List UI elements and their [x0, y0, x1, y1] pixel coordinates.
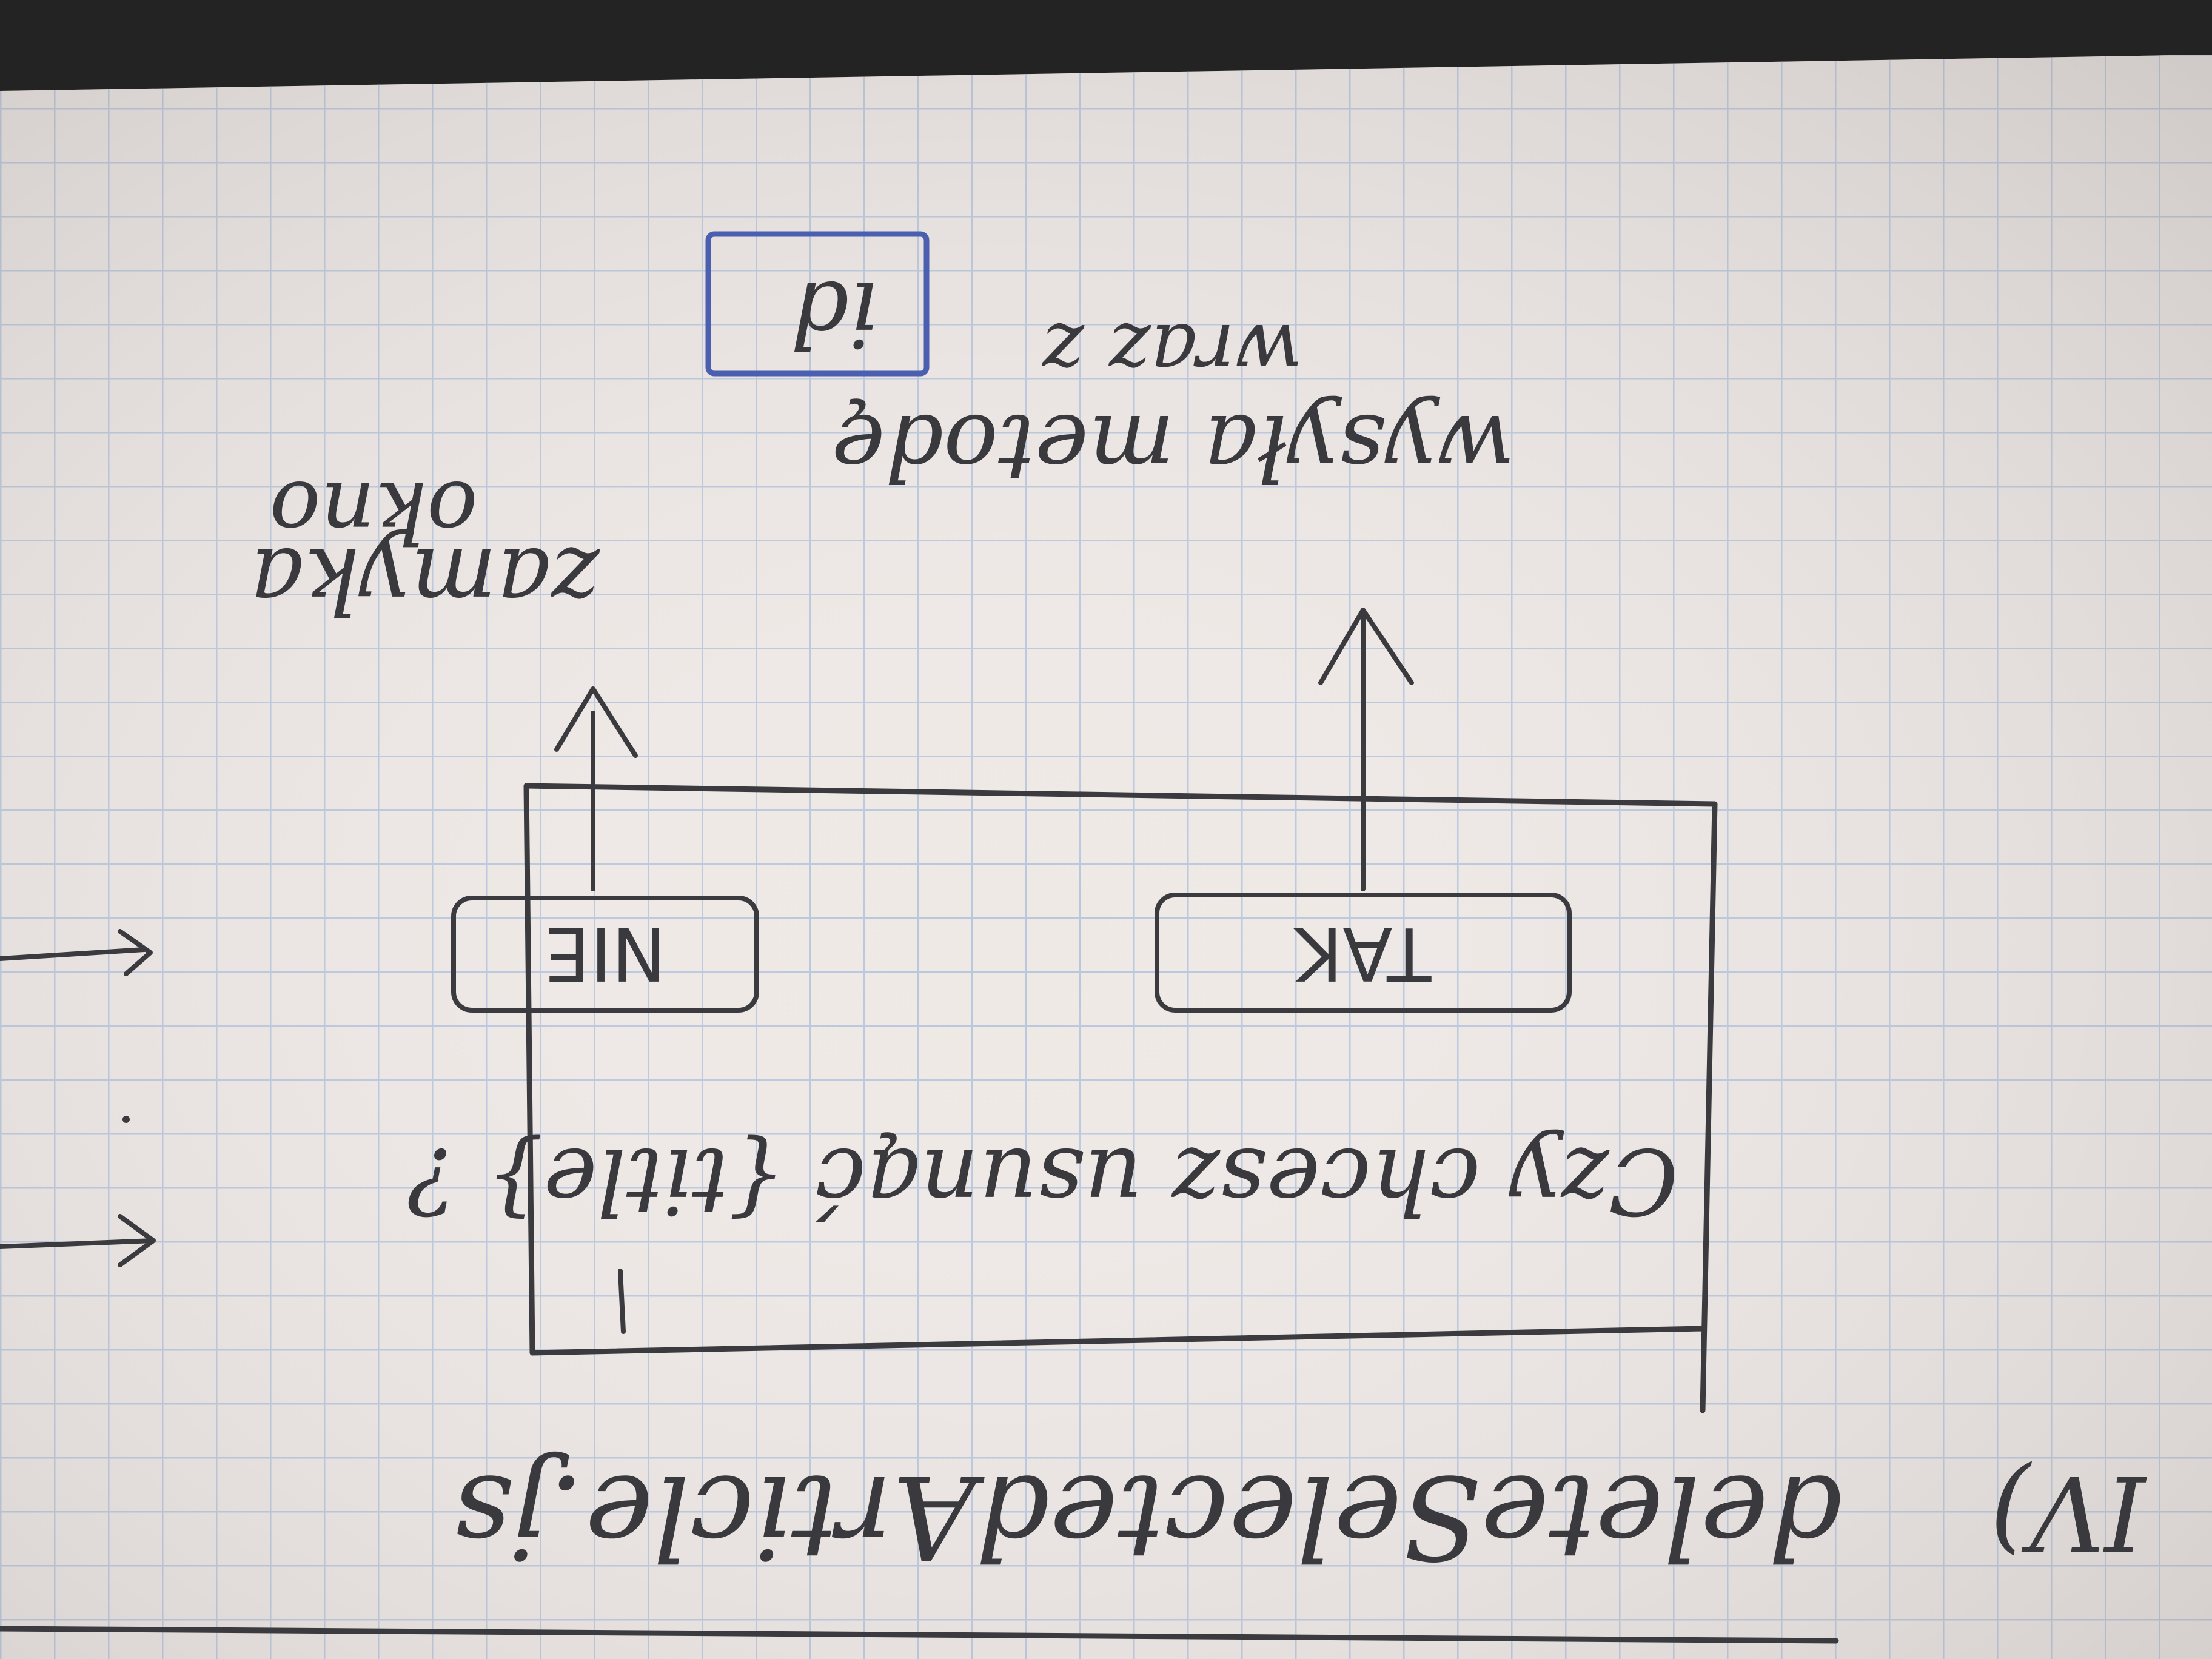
no-button[interactable]: NIE — [451, 896, 759, 1013]
no-action-line1: zamyka — [250, 528, 600, 633]
page-separator-line — [0, 1626, 1839, 1644]
yes-button[interactable]: TAK — [1155, 893, 1572, 1013]
no-button-label: NIE — [545, 911, 666, 995]
heading-tick — [618, 1269, 626, 1334]
yes-action-line2: wraz z — [1041, 306, 1302, 398]
dialog-question: Czy chcesz usunąć {title} ? — [407, 1128, 1678, 1233]
side-arrow-upper — [0, 929, 153, 976]
yes-arrow-head — [1318, 608, 1414, 685]
no-arrow-head — [554, 686, 638, 758]
step-marker: IV) — [1990, 1452, 2147, 1572]
side-dot — [122, 1116, 130, 1123]
yes-action-line1: wysyła metodę — [831, 394, 1515, 500]
id-highlight-text: id — [791, 261, 878, 366]
dialog-frame — [523, 783, 1718, 1413]
yes-button-label: TAK — [1293, 911, 1432, 995]
heading: deleteSelectedArticle.js — [454, 1450, 1842, 1584]
no-action-line2: okno — [269, 462, 478, 561]
id-highlight: id — [705, 231, 930, 377]
paper-shading — [0, 55, 2212, 1659]
side-arrow-lower — [0, 1214, 156, 1267]
